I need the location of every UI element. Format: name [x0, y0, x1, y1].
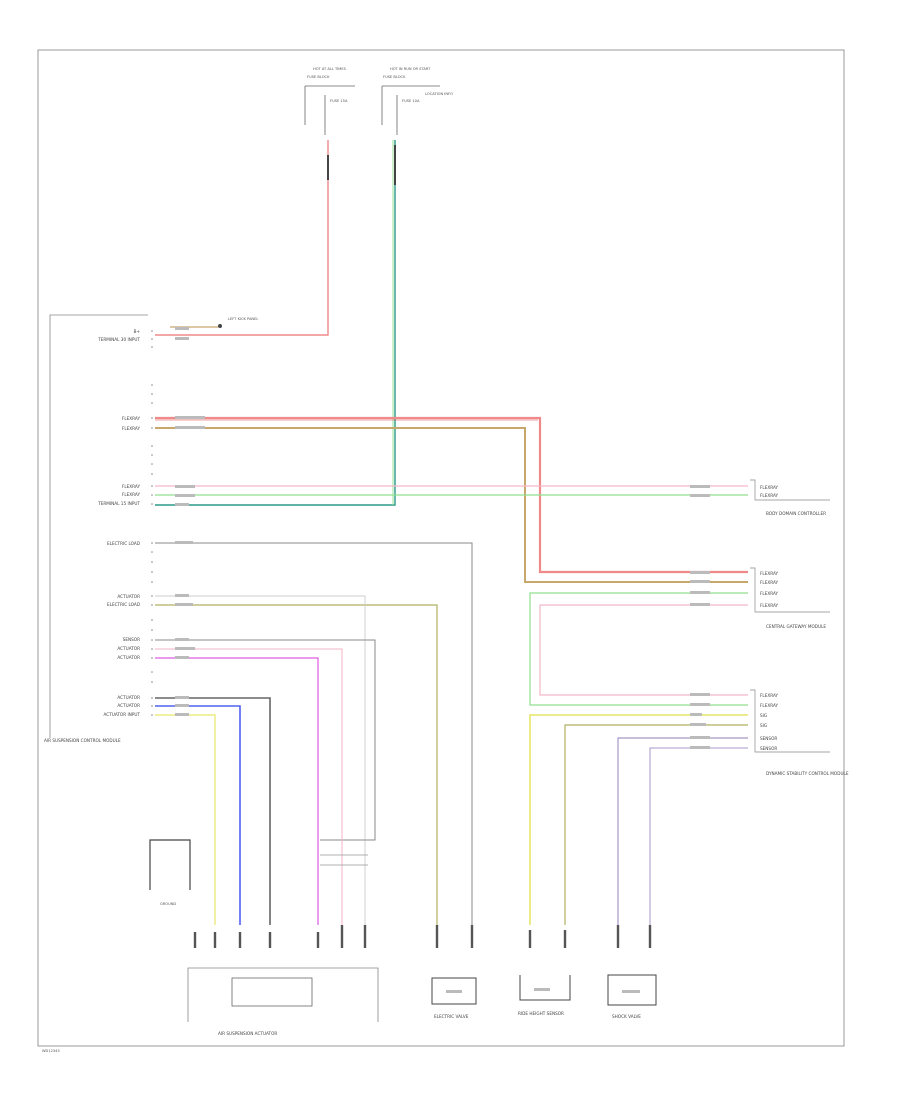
svg-text:SENSOR: SENSOR [123, 637, 140, 642]
svg-text:LOCATION INFO: LOCATION INFO [425, 92, 453, 96]
top-fuse-block-right: HOT IN RUN OR START FUSE BLOCK FUSE 10A … [381, 67, 453, 135]
controller-pin-labels: B+ TERMINAL 30 INPUT FLEXRAY FLEXRAY FLE… [97, 329, 140, 717]
air-suspension-control-module: AIR SUSPENSION CONTROL MODULE B+ TERMINA… [44, 314, 153, 743]
svg-text:B+: B+ [134, 329, 141, 334]
top-fuse-block-left: HOT AT ALL TIMES FUSE BLOCK FUSE 15A [304, 67, 355, 135]
svg-text:AIR SUSPENSION ACTUATOR: AIR SUSPENSION ACTUATOR [218, 1031, 277, 1036]
svg-text:SIG: SIG [760, 713, 767, 718]
svg-text:FLEXRAY: FLEXRAY [122, 484, 141, 489]
central-gateway-module: FLEXRAY FLEXRAY FLEXRAY FLEXRAY CENTRAL … [750, 567, 830, 629]
body-domain-controller: FLEXRAY FLEXRAY BODY DOMAIN CONTROLLER [750, 479, 830, 516]
svg-text:SENSOR: SENSOR [760, 746, 777, 751]
svg-text:RIDE HEIGHT SENSOR: RIDE HEIGHT SENSOR [518, 1011, 564, 1016]
wire-yellow-actuator-input [155, 714, 216, 925]
wire-gray-sensor [155, 639, 376, 841]
ground-bottom-left: GROUND [149, 839, 191, 906]
diagram-border [37, 49, 845, 1047]
svg-text:LEFT KICK PANEL: LEFT KICK PANEL [228, 317, 258, 321]
svg-text:FLEXRAY: FLEXRAY [122, 426, 141, 431]
svg-text:ACTUATOR: ACTUATOR [117, 594, 140, 599]
svg-text:DYNAMIC STABILITY CONTROL MODU: DYNAMIC STABILITY CONTROL MODULE [766, 771, 849, 776]
svg-text:FLEXRAY: FLEXRAY [760, 571, 779, 576]
svg-text:HOT AT ALL TIMES: HOT AT ALL TIMES [313, 67, 347, 71]
svg-text:FUSE 15A: FUSE 15A [330, 99, 348, 103]
wire-red-b-plus [155, 140, 329, 336]
air-suspension-actuator: AIR SUSPENSION ACTUATOR [187, 967, 379, 1036]
wire-magenta-actuator [155, 657, 319, 925]
harness-wires [155, 416, 748, 925]
svg-text:FLEXRAY: FLEXRAY [760, 485, 779, 490]
svg-text:BODY DOMAIN CONTROLLER: BODY DOMAIN CONTROLLER [766, 511, 826, 516]
wire-gray-actuator-2 [155, 697, 271, 925]
wire-yellow-sig [529, 714, 748, 925]
ground-left-kick: LEFT KICK PANEL [170, 317, 258, 328]
svg-text:ACTUATOR: ACTUATOR [117, 655, 140, 660]
svg-text:AIR SUSPENSION CONTROL MODULE: AIR SUSPENSION CONTROL MODULE [44, 738, 121, 743]
svg-text:ACTUATOR: ACTUATOR [117, 703, 140, 708]
wire-brown-flexray [155, 427, 748, 583]
svg-text:ACTUATOR: ACTUATOR [117, 695, 140, 700]
wire-teal-t15 [155, 140, 396, 506]
svg-text:FLEXRAY: FLEXRAY [760, 580, 779, 585]
wire-gray-electric-load [155, 542, 473, 925]
wire-green-gateway [529, 592, 748, 706]
svg-text:GROUND: GROUND [160, 902, 176, 906]
svg-text:ACTUATOR: ACTUATOR [117, 646, 140, 651]
wire-olive-electric-load [155, 604, 438, 925]
svg-text:FUSE BLOCK: FUSE BLOCK [383, 75, 406, 79]
connector-stubs-top [327, 145, 396, 185]
wire-violet-sensor-2 [649, 747, 748, 925]
svg-text:HOT IN RUN OR START: HOT IN RUN OR START [390, 67, 431, 71]
svg-text:TERMINAL 15 INPUT: TERMINAL 15 INPUT [97, 501, 140, 506]
wire-blue-actuator [155, 705, 241, 925]
svg-text:FLEXRAY: FLEXRAY [760, 603, 779, 608]
svg-text:FLEXRAY: FLEXRAY [122, 416, 141, 421]
wire-olive-sig [564, 724, 748, 925]
wire-gray-actuator [155, 595, 366, 925]
wire-tags [175, 327, 710, 749]
svg-text:SIG: SIG [760, 723, 767, 728]
svg-text:FLEXRAY: FLEXRAY [760, 693, 779, 698]
svg-text:FUSE BLOCK: FUSE BLOCK [307, 75, 330, 79]
bottom-connector-stubs [193, 925, 652, 948]
wire-pink-actuator [155, 648, 343, 925]
svg-text:CENTRAL GATEWAY MODULE: CENTRAL GATEWAY MODULE [766, 624, 826, 629]
svg-text:ELECTRIC LOAD: ELECTRIC LOAD [107, 602, 140, 607]
shock-valve: SHOCK VALVE [607, 974, 657, 1019]
svg-text:ELECTRIC VALVE: ELECTRIC VALVE [434, 1014, 469, 1019]
wire-pink-gateway [539, 604, 748, 696]
controller-pin-dots [151, 330, 153, 716]
svg-text:SENSOR: SENSOR [760, 736, 777, 741]
footer-code: WD12345 [42, 1049, 60, 1053]
svg-text:ELECTRIC LOAD: ELECTRIC LOAD [107, 541, 140, 546]
svg-text:ACTUATOR INPUT: ACTUATOR INPUT [104, 712, 141, 717]
svg-text:FLEXRAY: FLEXRAY [760, 493, 779, 498]
svg-text:FUSE 10A: FUSE 10A [402, 99, 420, 103]
svg-text:FLEXRAY: FLEXRAY [760, 703, 779, 708]
ride-height-sensor: RIDE HEIGHT SENSOR [518, 975, 571, 1016]
svg-text:SHOCK VALVE: SHOCK VALVE [612, 1014, 641, 1019]
svg-text:TERMINAL 30 INPUT: TERMINAL 30 INPUT [97, 337, 140, 342]
svg-text:FLEXRAY: FLEXRAY [122, 492, 141, 497]
fuse-wires [155, 140, 396, 506]
dynamic-stability-control-module: FLEXRAY FLEXRAY SIG SIG SENSOR SENSOR DY… [750, 689, 849, 776]
svg-text:FLEXRAY: FLEXRAY [760, 591, 779, 596]
electric-valve: ELECTRIC VALVE [431, 977, 477, 1019]
wire-violet-sensor [617, 737, 748, 925]
